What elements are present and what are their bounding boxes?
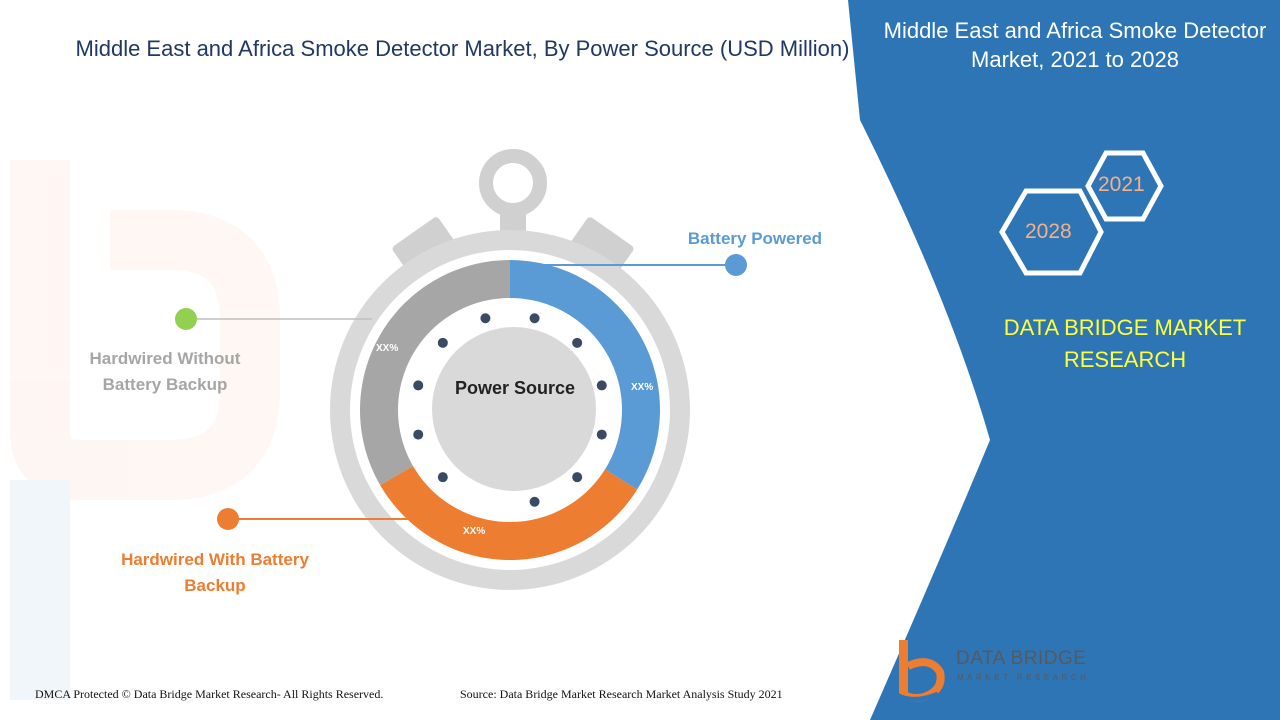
dial-dot (572, 337, 583, 348)
dial-dot (413, 429, 424, 440)
dial-dot (529, 313, 540, 324)
donut-chart (360, 260, 661, 561)
legend-hardwired-with-battery: Hardwired With Battery Backup (121, 550, 309, 595)
logo-mark (884, 640, 945, 702)
hexagon-2028 (999, 188, 1104, 276)
pct-label-battery: XX% (631, 382, 654, 393)
segment-hardwired-without-battery (360, 260, 510, 485)
segment-battery-powered (510, 260, 661, 490)
dial-dot (596, 429, 607, 440)
year-2021-label: 2021 (1098, 173, 1145, 196)
right-panel (848, 0, 1280, 720)
dial-dot (437, 337, 448, 348)
year-2028-label: 2028 (1025, 220, 1072, 243)
leader-hardwired-with (217, 508, 408, 530)
pct-label-without: XX% (376, 343, 399, 354)
dial-dot (480, 313, 491, 324)
legend-hardwired-without-battery: Hardwired Without Battery Backup (89, 349, 241, 394)
leader-hardwired-without (175, 308, 372, 330)
panel-title: Middle East and Africa Smoke Detector Ma… (883, 18, 1267, 72)
center-circle (432, 327, 596, 491)
pct-label-with: XX% (463, 526, 486, 537)
logo-text: DATA BRIDGE (956, 648, 1087, 669)
dial-dots (413, 313, 607, 507)
dial-dot (572, 472, 583, 483)
center-label: Power Source (454, 378, 576, 398)
footer-copyright: DMCA Protected © Data Bridge Market Rese… (35, 687, 384, 701)
leader-battery (545, 254, 747, 276)
dial-dot (596, 380, 607, 391)
chart-title: Middle East and Africa Smoke Detector Ma… (75, 36, 850, 61)
hexagon-2021 (1085, 150, 1164, 222)
legend-battery-powered: Battery Powered (687, 229, 823, 248)
dial-dot (437, 472, 448, 483)
logo-subtext: MARKET RESEARCH (957, 673, 1090, 682)
brand-name: DATA BRIDGE MARKET RESEARCH (1003, 315, 1247, 372)
dial-dot (529, 496, 540, 507)
footer-source: Source: Data Bridge Market Research Mark… (460, 687, 783, 701)
watermark (10, 160, 280, 700)
segment-hardwired-with-battery (380, 465, 638, 561)
dial-dot (413, 380, 424, 391)
